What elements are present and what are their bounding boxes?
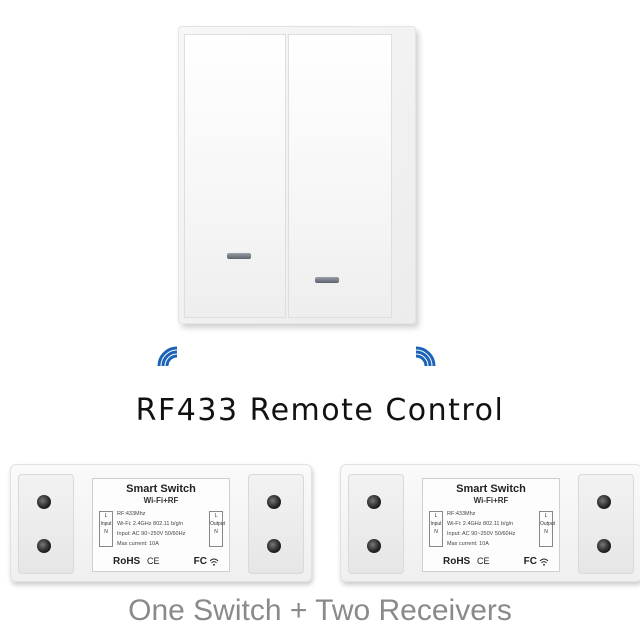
spec-current: Max current: 10A [447, 541, 489, 547]
screw [597, 495, 611, 509]
bundle-caption: One Switch + Two Receivers [128, 594, 512, 627]
wifi-icon [209, 558, 219, 566]
screw [367, 495, 381, 509]
spec-wifi: Wi-Fi: 2.4GHz 802.11 b/g/n [447, 521, 514, 527]
rohs-mark: RoHS [113, 556, 141, 567]
screw [597, 539, 611, 553]
output-terminal-tag: L Output N [209, 511, 225, 547]
fc-mark: FC [523, 556, 537, 567]
product-heading: RF433 Remote Control [135, 393, 505, 428]
screw [267, 539, 281, 553]
spec-rf: RF:433Mhz [447, 511, 476, 517]
spec-input: Input: AC 90~250V 50/60Hz [447, 531, 516, 537]
screw [267, 495, 281, 509]
device-label: Smart Switch Wi-Fi+RF L Input N L Output… [92, 478, 230, 572]
led-indicator-right [315, 277, 339, 283]
rocker-left [184, 34, 286, 318]
input-terminal-tag: L Input N [429, 511, 443, 547]
device-title: Smart Switch [456, 483, 526, 495]
spec-rf: RF:433Mhz [117, 511, 146, 517]
fc-mark: FC [193, 556, 207, 567]
led-indicator-left [227, 253, 251, 259]
signal-right-icon [415, 346, 436, 367]
rohs-mark: RoHS [443, 556, 471, 567]
ce-mark: CE [147, 556, 160, 566]
receiver-unit-2: Smart Switch Wi-Fi+RF L Input N L Output… [340, 464, 640, 582]
mount-ear-right [578, 474, 634, 574]
device-label: Smart Switch Wi-Fi+RF L Input N L Output… [422, 478, 560, 572]
screw [37, 495, 51, 509]
input-terminal-tag: L Input N [99, 511, 113, 547]
screw [367, 539, 381, 553]
rocker-right [288, 34, 392, 318]
wall-switch-panel [178, 26, 416, 324]
mount-ear-right [248, 474, 304, 574]
spec-wifi: Wi-Fi: 2.4GHz 802.11 b/g/n [117, 521, 184, 527]
mount-ear-left [348, 474, 404, 574]
ce-mark: CE [477, 556, 490, 566]
device-subtitle: Wi-Fi+RF [473, 496, 509, 505]
device-subtitle: Wi-Fi+RF [143, 496, 179, 505]
spec-current: Max current: 10A [117, 541, 159, 547]
screw [37, 539, 51, 553]
signal-left-icon [157, 346, 178, 367]
receiver-unit-1: Smart Switch Wi-Fi+RF L Input N L Output… [10, 464, 312, 582]
device-title: Smart Switch [126, 483, 196, 495]
wifi-icon [539, 558, 549, 566]
mount-ear-left [18, 474, 74, 574]
output-terminal-tag: L Output N [539, 511, 555, 547]
spec-input: Input: AC 90~250V 50/60Hz [117, 531, 186, 537]
